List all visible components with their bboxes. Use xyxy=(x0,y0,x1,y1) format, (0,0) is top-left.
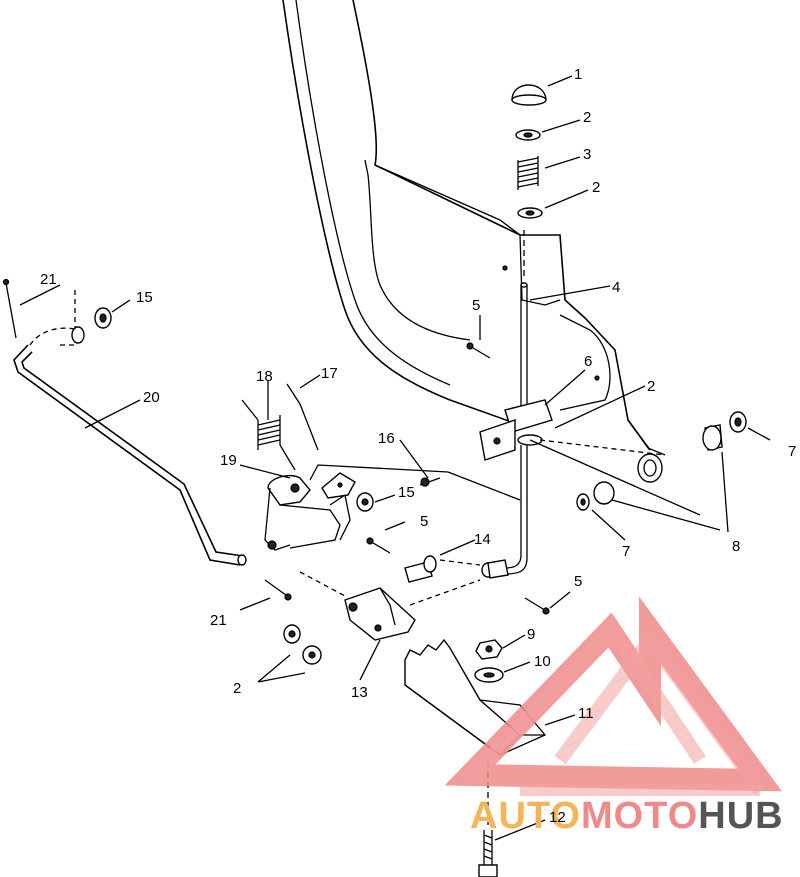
pedal-lever xyxy=(299,571,481,641)
return-spring xyxy=(241,399,296,471)
leader-lines xyxy=(19,75,771,841)
foot-pedal xyxy=(404,638,547,756)
body-panel xyxy=(282,0,666,456)
callout-15: 15 xyxy=(398,484,415,501)
wm-part3: HUB xyxy=(698,795,783,837)
callout-labels: 1 2 3 2 4 5 6 2 7 21 15 20 18 17 16 19 1… xyxy=(40,66,796,826)
wm-part1: AUTO xyxy=(470,795,581,837)
callout-2: 2 xyxy=(647,378,655,395)
callout-1: 1 xyxy=(574,66,582,83)
spring-upper xyxy=(517,156,539,190)
washer-10 xyxy=(474,667,504,683)
callout-9: 9 xyxy=(527,626,535,643)
callout-5: 5 xyxy=(574,573,582,590)
washers-2d xyxy=(283,624,322,665)
callout-8: 8 xyxy=(732,538,740,555)
bracket-plate xyxy=(479,399,553,461)
clevis-bracket xyxy=(321,472,356,499)
cotter-pin xyxy=(286,383,319,451)
callout-12: 12 xyxy=(549,809,566,826)
vertical-rod xyxy=(504,230,528,575)
callout-14: 14 xyxy=(474,531,491,548)
callout-5: 5 xyxy=(420,513,428,530)
callout-5: 5 xyxy=(472,297,480,314)
connector xyxy=(309,464,449,481)
washer-upper xyxy=(515,129,541,141)
watermark-logo: AUTOMOTOHUB xyxy=(444,596,784,837)
pin-21-bottom xyxy=(264,579,292,601)
link-rod xyxy=(447,471,521,501)
callout-10: 10 xyxy=(534,653,551,670)
bushing-mid xyxy=(576,453,663,511)
callout-17: 17 xyxy=(321,365,338,382)
callout-7: 7 xyxy=(788,443,796,460)
callout-2: 2 xyxy=(592,179,600,196)
callout-7: 7 xyxy=(622,543,630,560)
washer-15b xyxy=(356,492,374,512)
svg-text:AUTOMOTOHUB: AUTOMOTOHUB xyxy=(470,795,784,837)
callout-3: 3 xyxy=(583,146,591,163)
callout-19: 19 xyxy=(220,452,237,469)
stabilizer-bar xyxy=(13,290,247,566)
pin-21-top xyxy=(2,278,17,339)
wm-part2: MOTO xyxy=(581,795,698,837)
callout-11: 11 xyxy=(578,705,594,722)
callout-18: 18 xyxy=(256,368,273,385)
nut xyxy=(475,639,503,660)
washer-lower xyxy=(517,207,543,219)
leader-8a xyxy=(529,439,701,516)
cap-part xyxy=(511,84,547,106)
callout-20: 20 xyxy=(143,389,160,406)
callout-2: 2 xyxy=(233,680,241,697)
callout-21: 21 xyxy=(40,271,57,288)
bolt-16 xyxy=(419,477,441,487)
callout-15: 15 xyxy=(136,289,153,306)
callout-4: 4 xyxy=(612,279,620,296)
callout-6: 6 xyxy=(584,353,592,370)
pin-14 xyxy=(404,555,509,583)
bolt-5c xyxy=(524,597,550,615)
callout-2: 2 xyxy=(583,109,591,126)
callout-16: 16 xyxy=(378,430,395,447)
bolt-5b xyxy=(366,537,391,554)
lever-arm xyxy=(264,474,351,551)
bushing-upper-right xyxy=(702,411,747,451)
bolt-5a xyxy=(466,342,491,359)
callout-13: 13 xyxy=(351,684,368,701)
callout-21: 21 xyxy=(210,612,227,629)
washer-left xyxy=(94,307,112,329)
